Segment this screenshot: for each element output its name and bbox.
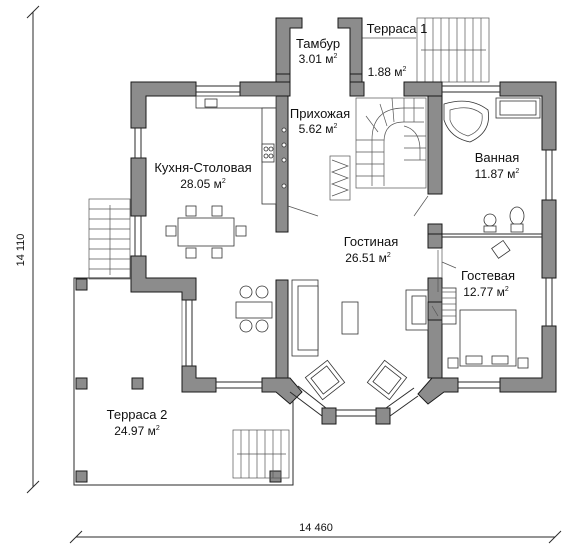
- room-area-guest: 12.77 м2: [463, 285, 509, 299]
- living-furniture: [235, 279, 443, 401]
- terrace1-steps: [362, 17, 490, 83]
- windows: [134, 85, 553, 389]
- room-area-tambur: 3.01 м2: [299, 52, 338, 66]
- room-area-bath: 11.87 м2: [475, 167, 520, 181]
- width-dimension: 14 460: [299, 522, 333, 534]
- terrace2-steps-bottom: [232, 429, 290, 479]
- guest-furniture: [441, 239, 529, 369]
- room-name-guest: Гостевая: [461, 268, 515, 283]
- staircase: [355, 97, 427, 189]
- room-name-bath: Ванная: [475, 150, 520, 165]
- room-name-hall: Прихожая: [290, 106, 350, 121]
- room-name-living: Гостиная: [344, 234, 399, 249]
- room-name-terrace1: Терраса 1: [367, 21, 428, 36]
- room-name-tambur: Тамбур: [296, 36, 340, 51]
- room-name-terrace2: Терраса 2: [107, 407, 168, 422]
- room-area-living: 26.51 м2: [345, 251, 391, 265]
- room-area-terrace2: 24.97 м2: [114, 424, 160, 438]
- kitchen-furniture: [165, 95, 287, 259]
- room-area-hall: 5.62 м2: [299, 122, 338, 136]
- doors: [287, 195, 457, 292]
- bath-fixtures: [443, 97, 541, 233]
- terrace2-steps-left: [88, 198, 131, 280]
- height-dimension: 14 110: [15, 234, 27, 267]
- hall-closet: [329, 155, 351, 201]
- exterior-walls: [130, 17, 557, 425]
- terrace2-deck: [73, 277, 294, 486]
- room-area-terrace1: 1.88 м2: [368, 65, 407, 79]
- room-name-kitchen: Кухня-Столовая: [154, 160, 251, 175]
- dimension-lines: [26, 5, 562, 544]
- room-area-kitchen: 28.05 м2: [180, 177, 226, 191]
